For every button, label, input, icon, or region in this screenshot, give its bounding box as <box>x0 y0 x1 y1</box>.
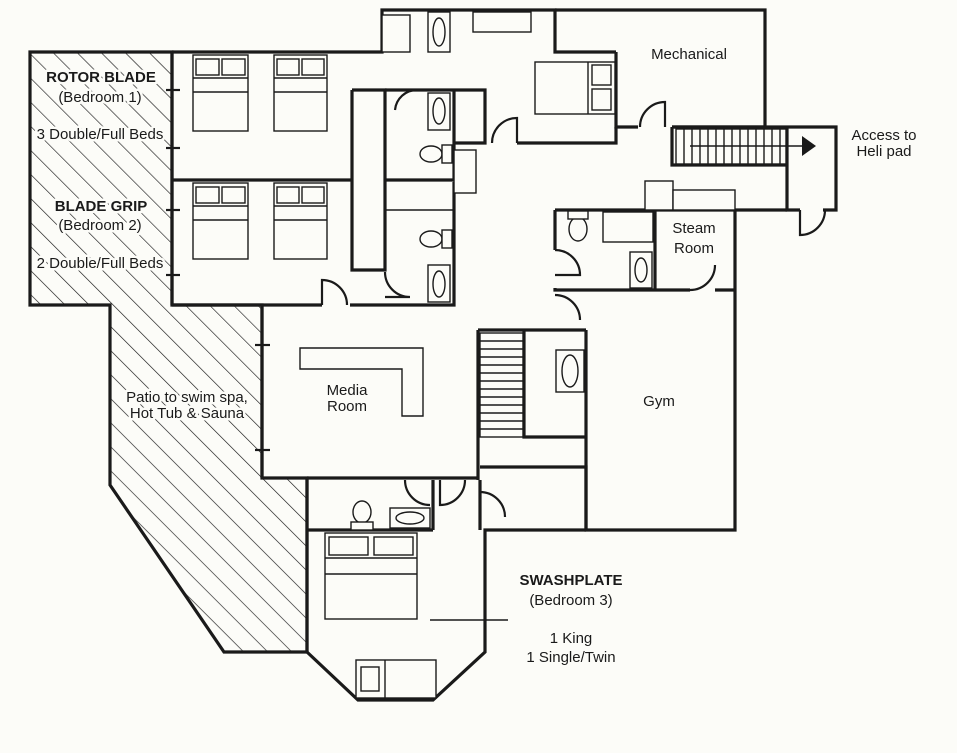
bedroom3-label: SWASHPLATE (Bedroom 3) 1 King 1 Single/T… <box>519 572 622 666</box>
room-name: BLADE GRIP <box>55 198 148 215</box>
bed-icon <box>324 532 418 620</box>
room-sub: (Bedroom 2) <box>58 217 141 234</box>
counter-icon <box>644 180 736 211</box>
interior-walls <box>170 52 735 652</box>
counter-icon <box>453 149 477 194</box>
toilet-icon <box>350 500 374 531</box>
gym-label: Gym <box>643 393 675 410</box>
sink-icon <box>389 507 431 529</box>
room-sub: (Bedroom 3) <box>529 592 612 609</box>
mechanical-label: Mechanical <box>651 46 727 63</box>
bed-icon <box>534 61 616 115</box>
access-label: Access to Heli pad <box>851 127 916 160</box>
bed-icon <box>273 182 328 260</box>
exterior-walls <box>172 8 838 702</box>
bathtub-icon <box>555 349 585 393</box>
steam-line-1: Steam <box>672 220 715 237</box>
steam-room-label: Steam Room <box>672 220 715 257</box>
bed-icon <box>192 54 249 132</box>
patio-line-1: Patio to swim spa, <box>126 389 248 406</box>
bed-icon <box>273 54 328 132</box>
patio-line-2: Hot Tub & Sauna <box>130 405 245 422</box>
access-line-2: Heli pad <box>856 143 911 160</box>
stairs-lower <box>479 332 524 438</box>
bedroom2-label: BLADE GRIP (Bedroom 2) 2 Double/Full Bed… <box>34 196 166 275</box>
bathtub-icon <box>427 92 451 131</box>
room-sub: (Bedroom 1) <box>58 89 141 106</box>
steam-line-2: Room <box>674 240 714 257</box>
bedroom1-label: ROTOR BLADE (Bedroom 1) 3 Double/Full Be… <box>34 67 166 146</box>
bed-icon <box>192 182 249 260</box>
stairs-upper <box>675 128 816 165</box>
bathtub-icon <box>427 11 451 53</box>
room-beds: 3 Double/Full Beds <box>37 126 164 143</box>
room-beds-1: 1 King <box>550 630 593 647</box>
toilet-icon <box>419 229 453 249</box>
bathtub-icon <box>629 251 653 289</box>
counter-icon <box>602 211 654 243</box>
media-line-2: Room <box>327 398 367 415</box>
toilet-icon <box>419 144 453 164</box>
toilet-icon <box>567 210 589 242</box>
bed-icon <box>355 659 437 699</box>
media-room-label: Media Room <box>327 382 369 415</box>
room-name: SWASHPLATE <box>519 572 622 589</box>
counter-icon <box>381 11 532 53</box>
patio-label: Patio to swim spa, Hot Tub & Sauna <box>124 387 251 425</box>
media-line-1: Media <box>327 382 369 399</box>
bathtub-icon <box>427 264 451 303</box>
access-line-1: Access to <box>851 127 916 144</box>
room-beds-2: 1 Single/Twin <box>526 649 615 666</box>
room-name: ROTOR BLADE <box>46 69 156 86</box>
room-beds: 2 Double/Full Beds <box>37 255 164 272</box>
doors <box>166 88 827 518</box>
sofa-icon <box>299 347 424 417</box>
